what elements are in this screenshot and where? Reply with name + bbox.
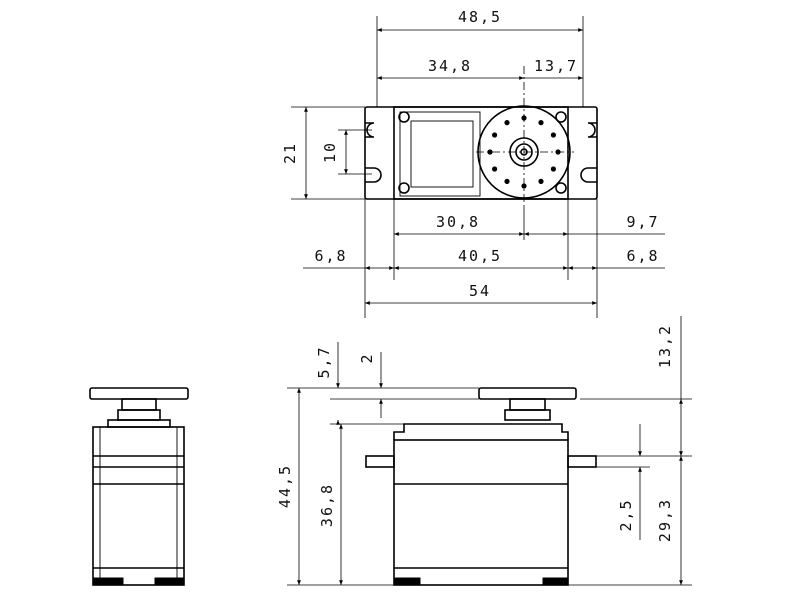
- front-view-labels: 5,7 2 44,5 36,8 2,5 13,2 29,3: [276, 324, 674, 542]
- dim-height-below-flange: 29,3: [656, 498, 674, 542]
- top-view: [364, 66, 598, 205]
- right-mount-slot-top: [587, 122, 597, 138]
- dim-horn-to-flange-top: 5,7: [315, 345, 333, 378]
- top-view-body-outline: [393, 106, 569, 200]
- screw-bottom-left: [398, 182, 410, 194]
- dim-total-height: 44,5: [276, 464, 294, 508]
- dim-flange-right: 6,8: [626, 247, 659, 265]
- end-view: [89, 387, 189, 586]
- horn-hole: [550, 166, 557, 172]
- right-mount-slot-bottom: [580, 167, 597, 183]
- horn-hole: [550, 132, 557, 138]
- dim-center-to-body-end: 9,7: [626, 213, 659, 231]
- front-view: [365, 387, 597, 586]
- dim-flange-left: 6,8: [314, 247, 347, 265]
- horn-holes: [487, 115, 561, 189]
- left-mount-slot-bottom: [365, 167, 382, 183]
- horn-hole: [492, 166, 498, 172]
- front-view-horn: [478, 387, 577, 400]
- top-view-case-window: [410, 120, 474, 188]
- horn-hole: [538, 178, 544, 184]
- horn-hole: [492, 132, 498, 138]
- front-view-dimensions: [287, 316, 692, 586]
- horn-hole: [487, 149, 493, 155]
- front-view-flange-right: [567, 455, 597, 468]
- dim-flange-thickness: 2,5: [617, 498, 635, 531]
- screw-top-right: [555, 111, 567, 123]
- dim-body-height: 36,8: [318, 483, 336, 527]
- dim-total-length: 48,5: [458, 8, 502, 26]
- dim-width: 21: [281, 142, 299, 164]
- dim-output-offset: 13,7: [534, 57, 578, 75]
- dim-horn-thickness: 2: [358, 352, 376, 363]
- dim-overall-length: 54: [469, 282, 491, 300]
- dim-center-offset: 34,8: [428, 57, 472, 75]
- horn-hole: [504, 178, 510, 184]
- top-view-dimensions: [291, 16, 665, 318]
- end-view-body: [92, 426, 185, 586]
- dim-body-length: 40,5: [458, 247, 502, 265]
- dim-hole-spacing: 10: [321, 141, 339, 163]
- end-view-horn: [89, 387, 189, 400]
- screw-bottom-right: [555, 182, 567, 194]
- top-view-case-inner: [399, 111, 481, 197]
- horn-hole: [538, 120, 544, 126]
- horn-hole: [504, 120, 510, 126]
- dim-body-to-center: 30,8: [436, 213, 480, 231]
- front-view-flange-left: [365, 455, 395, 468]
- front-view-body: [393, 439, 569, 586]
- screw-top-left: [398, 111, 410, 123]
- dim-height-above-flange: 13,2: [656, 324, 674, 368]
- top-view-labels: 48,5 34,8 13,7 21 10 30,8 9,7 6,8 40,5 6…: [281, 8, 659, 300]
